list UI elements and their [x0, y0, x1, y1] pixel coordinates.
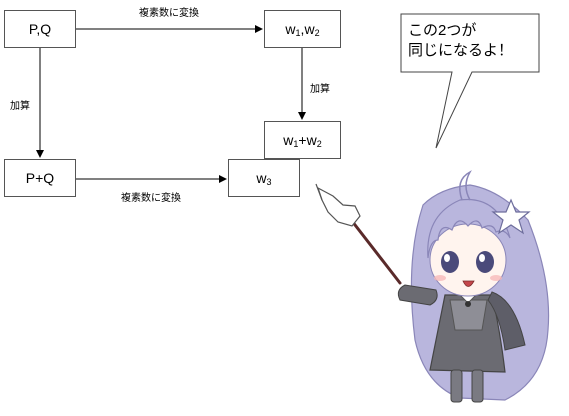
speech-bubble-text: この2つが 同じになるよ！ [408, 21, 513, 61]
box-w1-plus-w2: w1+w2 [264, 121, 341, 159]
box-p-q: P,Q [4, 10, 76, 48]
box-p-plus-q: P+Q [4, 159, 76, 197]
hair-bangs [427, 198, 511, 259]
speech-line-2: 同じになるよ！ [408, 42, 514, 59]
speech-line-1: この2つが [408, 22, 477, 39]
box-w3: w3 [228, 159, 300, 197]
edge-label-bottom: 複素数に変換 [121, 193, 181, 204]
box-w3-label: w3 [256, 169, 272, 187]
right-eye [476, 251, 494, 273]
pointing-glove [316, 186, 361, 227]
character-illustration [315, 170, 550, 403]
box-w1-plus-w2-label: w1+w2 [283, 131, 322, 149]
star-hair-ornament [491, 198, 531, 235]
box-w1-w2: w1,w2 [264, 10, 341, 48]
box-p-plus-q-label: P+Q [25, 170, 55, 186]
box-w1-w2-label: w1,w2 [285, 20, 320, 38]
edge-label-top: 複素数に変換 [139, 8, 199, 19]
left-eye [441, 251, 459, 273]
edge-label-left: 加算 [10, 101, 30, 112]
edge-label-right: 加算 [310, 84, 330, 95]
speech-bubble-shape [400, 13, 540, 149]
box-p-q-label: P,Q [28, 21, 52, 37]
